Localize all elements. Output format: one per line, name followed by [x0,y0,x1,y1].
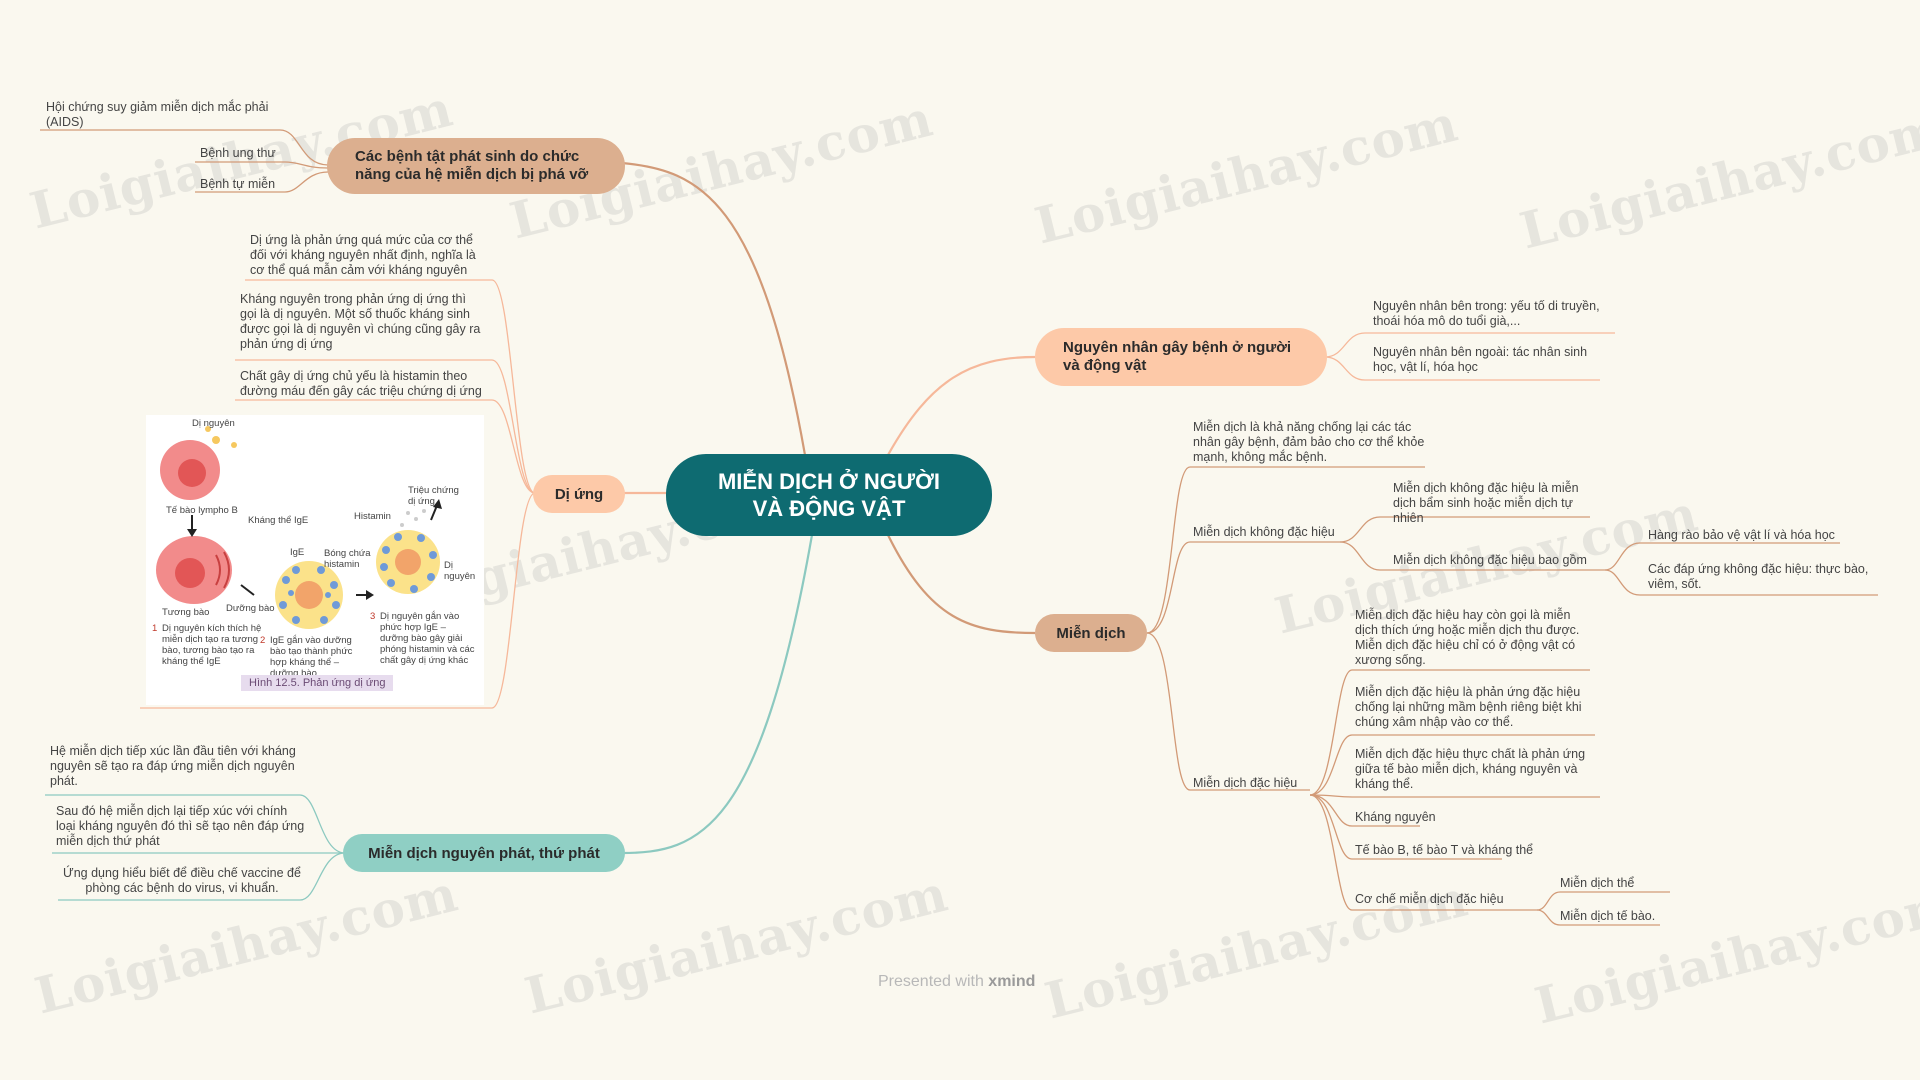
topic-allergy-label: Dị ứng [554,485,604,503]
figure-label: Histamin [354,511,391,522]
leaf-b-t-cells[interactable]: Tế bào B, tế bào T và kháng thể [1355,843,1534,857]
central-topic[interactable]: MIỄN DỊCH Ở NGƯỜI VÀ ĐỘNG VẬT [666,454,992,536]
figure-step-number: 1 [152,623,158,634]
leaf-specific-acquired[interactable]: Miễn dịch đặc hiệu hay còn gọi là miễn d… [1355,608,1580,667]
leaf-specific-pathogens[interactable]: Miễn dịch đặc hiệu là phản ứng đặc hiệu … [1355,685,1582,729]
central-topic-line1: MIỄN DỊCH Ở NGƯỜI [717,469,940,494]
topic-causes-line1: Nguyên nhân gây bệnh ở người [1063,339,1292,356]
leaf-allergy-definition[interactable]: Dị ứng là phản ứng quá mức của cơ thể đố… [250,233,476,277]
leaf-aids[interactable]: Hội chứng suy giảm miễn dịch mắc phải (A… [46,100,269,129]
leaf-internal-causes[interactable]: Nguyên nhân bên trong: yếu tố di truyền,… [1373,299,1600,328]
topic-nonspecific-immunity[interactable]: Miễn dịch không đặc hiệu [1193,525,1335,539]
figure-step-number: 3 [370,611,376,622]
figure-label: Bóng chứa histamin [324,548,371,570]
allergy-illustration [156,426,442,629]
figure-label: Tương bào [162,607,210,618]
leaf-physical-chemical-barrier[interactable]: Hàng rào bảo vệ vật lí và hóa học [1648,528,1835,542]
topic-primary-secondary-label: Miễn dịch nguyên phát, thứ phát [368,844,600,862]
leaf-external-causes[interactable]: Nguyên nhân bên ngoài: tác nhân sinh học… [1373,345,1588,374]
leaf-nonspecific-responses[interactable]: Các đáp ứng không đặc hiệu: thực bào, vi… [1648,562,1869,591]
figure-label: IgE [290,547,305,558]
leaf-autoimmune[interactable]: Bệnh tự miễn [200,177,276,191]
figure-caption: Hình 12.5. Phản ứng dị ứng [241,675,394,691]
figure-step-1: Dị nguyên kích thích hệ miễn dịch tạo ra… [162,623,262,667]
figure-label: Dị nguyên [444,560,476,582]
topic-primary-secondary[interactable]: Miễn dịch nguyên phát, thứ phát [343,834,625,872]
topic-diseases-line1: Các bệnh tật phát sinh do chức [355,148,580,165]
figure-label: Dưỡng bào [226,603,275,614]
footer-presented: Presented with [878,973,984,990]
figure-step-2: IgE gắn vào dưỡng bào tạo thành phức hợp… [270,635,353,679]
figure-label: Dị nguyên [192,418,235,429]
topic-diseases[interactable]: Các bệnh tật phát sinh do chức năng của … [327,138,625,194]
figure-label: Tế bào lympho B [166,505,238,516]
topic-immunity[interactable]: Miễn dịch [1035,614,1147,652]
topic-immunity-label: Miễn dịch [1056,624,1126,642]
leaf-cellular-immunity[interactable]: Miễn dịch tế bào. [1560,909,1656,923]
topic-causes[interactable]: Nguyên nhân gây bệnh ở người và động vật [1035,328,1327,386]
leaf-humoral-immunity[interactable]: Miễn dịch thể [1560,876,1635,890]
topic-nonspecific-includes[interactable]: Miễn dịch không đặc hiệu bao gồm [1393,553,1587,567]
leaf-nonspecific-innate[interactable]: Miễn dịch không đặc hiệu là miễn dịch bẩ… [1393,481,1579,525]
figure-label: Kháng thể IgE [248,515,309,526]
leaf-histamine[interactable]: Chất gây dị ứng chủ yếu là histamin theo… [240,369,482,398]
central-topic-line2: VÀ ĐỘNG VẬT [752,496,906,521]
figure-step-3: Dị nguyên gắn vào phức hợp IgE – dưỡng b… [380,611,475,666]
leaf-antigen[interactable]: Kháng nguyên [1355,810,1436,824]
leaf-specific-reaction[interactable]: Miễn dịch đặc hiệu thực chất là phản ứng… [1355,747,1586,791]
xmind-logo: xmind [988,973,1036,990]
leaf-primary-response[interactable]: Hệ miễn dịch tiếp xúc lần đầu tiên với k… [50,744,296,788]
leaf-immunity-definition[interactable]: Miễn dịch là khả năng chống lại các tác … [1193,420,1425,464]
figure-label: Triệu chứng dị ứng [408,485,459,507]
leaf-cancer[interactable]: Bệnh ung thư [200,146,276,160]
leaf-allergen[interactable]: Kháng nguyên trong phản ứng dị ứng thì g… [240,292,481,351]
figure-step-number: 2 [260,635,266,646]
leaf-vaccine[interactable]: Ứng dụng hiểu biết để điều chế vaccine đ… [63,866,301,895]
leaf-secondary-response[interactable]: Sau đó hệ miễn dịch lại tiếp xúc với chí… [56,804,305,848]
allergy-reaction-figure: Dị nguyên Tế bào lympho B Kháng thể IgE … [146,415,484,705]
topic-specific-immunity[interactable]: Miễn dịch đặc hiệu [1193,776,1298,790]
presented-with-footer: Presented with xmind [878,973,1035,991]
topic-diseases-line2: năng của hệ miễn dịch bị phá vỡ [355,166,589,183]
topic-causes-line2: và động vật [1063,357,1147,374]
topic-specific-mechanism[interactable]: Cơ chế miễn dịch đặc hiệu [1355,892,1504,906]
topic-allergy[interactable]: Dị ứng [533,475,625,513]
